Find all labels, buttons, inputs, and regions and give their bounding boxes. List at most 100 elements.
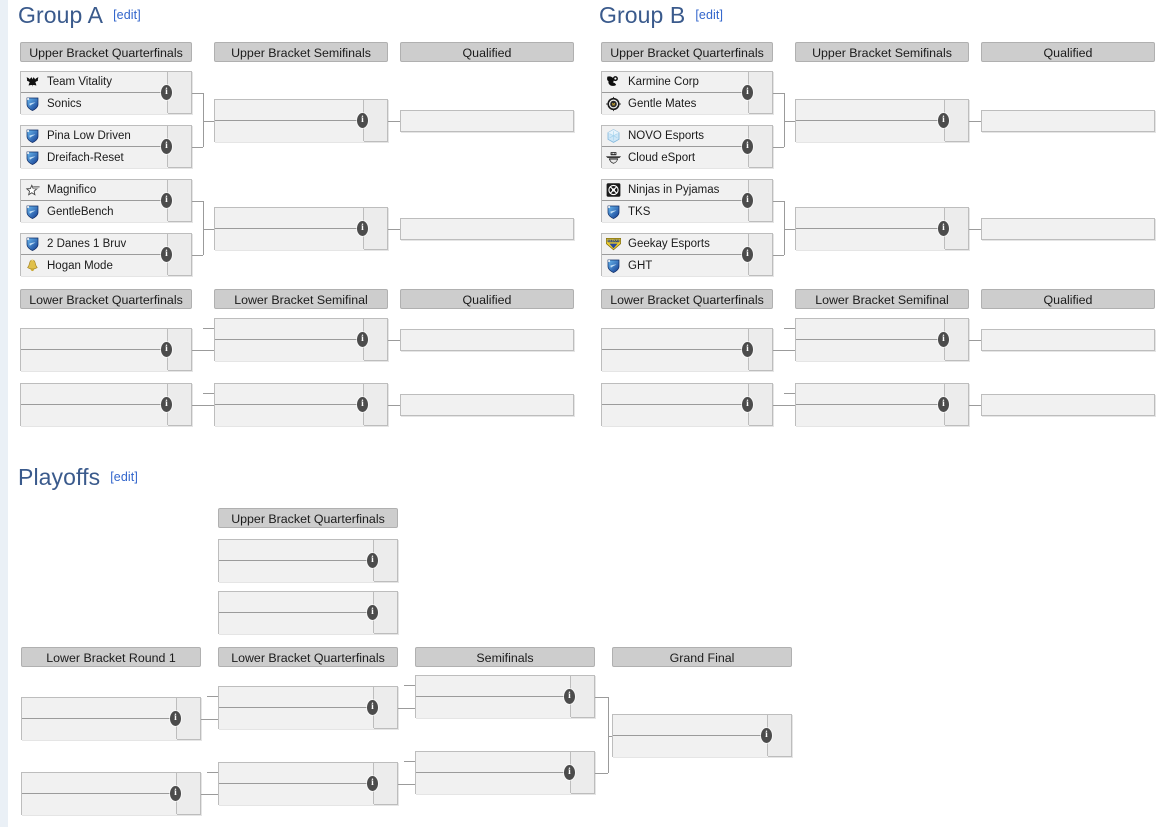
- team-name[interactable]: Hogan Mode: [47, 259, 113, 272]
- team-name[interactable]: Dreifach-Reset: [47, 151, 124, 164]
- bracket-connector: [192, 92, 203, 94]
- edit-link[interactable]: [edit]: [110, 470, 138, 484]
- round-header-upper-semifinals: Upper Bracket Semifinals: [214, 42, 388, 62]
- team-name[interactable]: Sonics: [47, 97, 82, 110]
- match-upper-semifinal-2: [795, 207, 969, 250]
- match-details-info-icon[interactable]: i: [161, 193, 172, 208]
- team-name[interactable]: TKS: [628, 205, 651, 218]
- bracket-connector: [969, 404, 981, 406]
- match-opponent-bottom: Cloud eSport: [602, 147, 749, 168]
- team-name[interactable]: Geekay Esports: [628, 238, 710, 250]
- match-opponent-bottom: Hogan Mode: [21, 255, 168, 276]
- bracket-connector: [207, 696, 218, 697]
- team-name[interactable]: Ninjas in Pyjamas: [628, 184, 720, 196]
- match-opponent-top: 2 Danes 1 Bruv: [21, 234, 168, 255]
- match-details-info-icon[interactable]: i: [742, 139, 753, 154]
- team-name[interactable]: Karmine Corp: [628, 76, 699, 88]
- match-opponent-top: [21, 384, 168, 405]
- match-details-info-icon[interactable]: i: [161, 397, 172, 412]
- round-header-playoffs-lower-round-1: Lower Bracket Round 1: [21, 647, 201, 667]
- match-opponent-top: [215, 208, 364, 229]
- match-details-info-icon[interactable]: i: [170, 786, 181, 801]
- qualified-team-name: [982, 111, 1154, 131]
- match-opponent-top: [613, 715, 768, 736]
- team-name[interactable]: NOVO Esports: [628, 130, 705, 142]
- match-opponent-top: [215, 319, 364, 340]
- match-opponent-top: Magnifico: [21, 180, 168, 201]
- match-opponent-bottom: [796, 340, 945, 361]
- match-details-info-icon[interactable]: i: [357, 397, 368, 412]
- team-name[interactable]: 2 Danes 1 Bruv: [47, 238, 127, 250]
- round-header-lower-semifinal: Lower Bracket Semifinal: [795, 289, 969, 309]
- default-shield-logo: [605, 258, 622, 274]
- default-shield-logo: [605, 204, 622, 220]
- match-details-info-icon[interactable]: i: [161, 247, 172, 262]
- match-details-info-icon[interactable]: i: [161, 342, 172, 357]
- match-details-info-icon[interactable]: i: [938, 113, 949, 128]
- qualified-team-name: [401, 395, 573, 415]
- match-details-info-icon[interactable]: i: [357, 221, 368, 236]
- team-name[interactable]: Cloud eSport: [628, 151, 696, 164]
- match-details-info-icon[interactable]: i: [170, 711, 181, 726]
- match-details-info-icon[interactable]: i: [357, 113, 368, 128]
- match-opponent-top: [602, 329, 749, 350]
- bracket-connector: [784, 200, 785, 255]
- default-shield-logo: [24, 128, 41, 144]
- match-details-info-icon[interactable]: i: [367, 605, 378, 620]
- match-opponent-bottom: TKS: [602, 201, 749, 222]
- match-details-info-icon[interactable]: i: [564, 765, 575, 780]
- slot-qualified-lower-2: [400, 394, 574, 416]
- match-playoffs-lower-quarterfinal-2: [218, 762, 398, 805]
- match-details-info-icon[interactable]: i: [367, 776, 378, 791]
- bracket-connector: [784, 393, 795, 394]
- bracket-connector: [773, 92, 784, 94]
- edit-link[interactable]: [edit]: [113, 8, 141, 22]
- match-opponent-top: [219, 687, 374, 708]
- team-name[interactable]: Pina Low Driven: [47, 130, 131, 142]
- match-details-info-icon[interactable]: i: [938, 397, 949, 412]
- match-details-info-icon[interactable]: i: [761, 728, 772, 743]
- match-details-info-icon[interactable]: i: [357, 332, 368, 347]
- match-opponent-top: Team Vitality: [21, 72, 168, 93]
- match-details-info-icon[interactable]: i: [742, 342, 753, 357]
- match-lower-semifinal-2: [795, 383, 969, 426]
- match-details-info-icon[interactable]: i: [742, 247, 753, 262]
- bracket-connector: [203, 393, 214, 394]
- match-details-info-icon[interactable]: i: [938, 332, 949, 347]
- slot-qualified-upper-1: [400, 110, 574, 132]
- novo-esports-logo: [605, 128, 622, 144]
- match-opponent-top: Ninjas in Pyjamas: [602, 180, 749, 201]
- bracket-connector: [203, 228, 214, 230]
- match-details-info-icon[interactable]: i: [161, 139, 172, 154]
- match-details-info-icon[interactable]: i: [938, 221, 949, 236]
- slot-qualified-upper-2: [400, 218, 574, 240]
- match-details-info-icon[interactable]: i: [742, 85, 753, 100]
- team-name[interactable]: GHT: [628, 259, 653, 272]
- match-details-info-icon[interactable]: i: [742, 193, 753, 208]
- slot-qualified-lower-2: [981, 394, 1155, 416]
- match-upper-semifinal-1: [795, 99, 969, 142]
- bracket-connector: [192, 146, 203, 148]
- bracket-connector: [784, 92, 785, 147]
- match-details-info-icon[interactable]: i: [367, 700, 378, 715]
- match-opponent-top: [219, 540, 374, 561]
- match-opponent-bottom: [613, 736, 768, 757]
- bracket-connector: [969, 339, 981, 341]
- match-opponent-top: [219, 592, 374, 613]
- match-details-info-icon[interactable]: i: [742, 397, 753, 412]
- match-details-info-icon[interactable]: i: [564, 689, 575, 704]
- team-name[interactable]: Gentle Mates: [628, 97, 697, 110]
- bracket-connector: [203, 92, 204, 147]
- match-opponent-bottom: [21, 350, 168, 371]
- match-details-info-icon[interactable]: i: [161, 85, 172, 100]
- bracket-connector: [192, 349, 214, 351]
- bracket-connector: [404, 685, 415, 686]
- team-name[interactable]: Team Vitality: [47, 76, 112, 88]
- qualified-team-name: [401, 111, 573, 131]
- match-opponent-bottom: [796, 405, 945, 426]
- team-name[interactable]: Magnifico: [47, 184, 97, 196]
- team-name[interactable]: GentleBench: [47, 205, 114, 218]
- match-details-info-icon[interactable]: i: [367, 553, 378, 568]
- edit-link[interactable]: [edit]: [695, 8, 724, 22]
